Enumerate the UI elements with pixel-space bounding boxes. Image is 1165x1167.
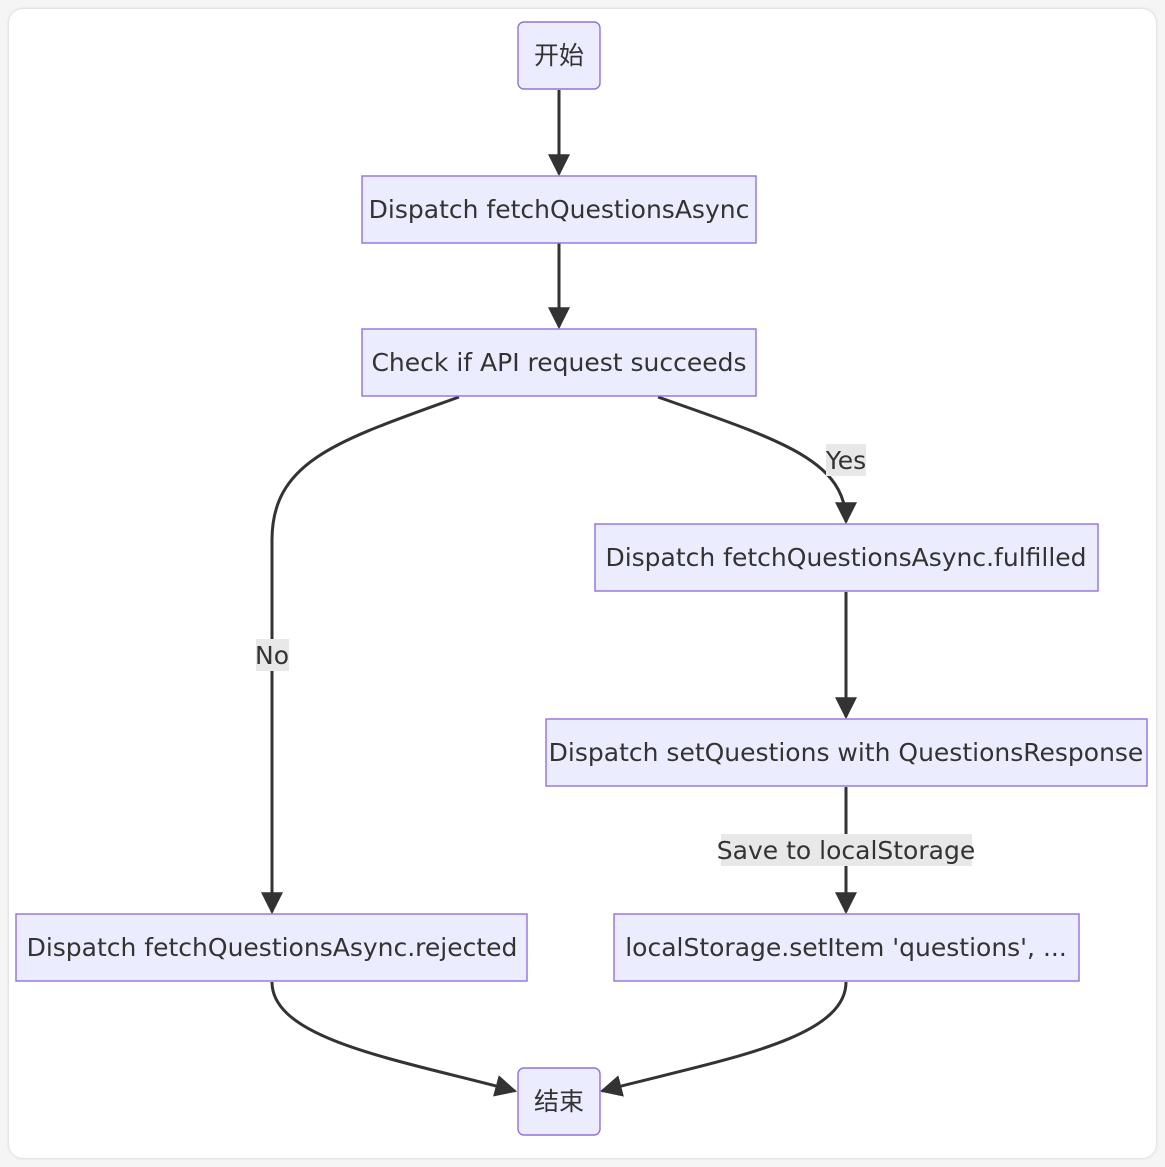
edge-check-rejected bbox=[261, 395, 460, 915]
edge-check-fulfilled bbox=[657, 395, 857, 525]
edge-label-save-text: Save to localStorage bbox=[717, 836, 975, 865]
node-rejected-label: Dispatch fetchQuestionsAsync.rejected bbox=[27, 933, 518, 962]
edge-label-no: No bbox=[255, 639, 289, 671]
edge-label-no-text: No bbox=[255, 641, 289, 670]
node-check[interactable]: Check if API request succeeds bbox=[361, 328, 757, 397]
node-storage[interactable]: localStorage.setItem 'questions', ... bbox=[613, 913, 1080, 982]
node-rejected[interactable]: Dispatch fetchQuestionsAsync.rejected bbox=[15, 913, 528, 982]
node-setq-label: Dispatch setQuestions with QuestionsResp… bbox=[549, 738, 1144, 767]
edge-label-yes-text: Yes bbox=[825, 446, 866, 475]
node-dispatch[interactable]: Dispatch fetchQuestionsAsync bbox=[361, 175, 757, 244]
node-fulfilled-label: Dispatch fetchQuestionsAsync.fulfilled bbox=[605, 543, 1086, 572]
node-end[interactable]: 结束 bbox=[517, 1067, 601, 1136]
edge-storage-end bbox=[599, 981, 848, 1097]
node-check-label: Check if API request succeeds bbox=[371, 348, 746, 377]
edge-label-yes: Yes bbox=[825, 444, 866, 476]
node-end-label: 结束 bbox=[534, 1087, 584, 1116]
node-setq[interactable]: Dispatch setQuestions with QuestionsResp… bbox=[545, 718, 1148, 787]
node-start[interactable]: 开始 bbox=[517, 21, 601, 90]
edge-rejected-end bbox=[270, 981, 518, 1097]
node-fulfilled[interactable]: Dispatch fetchQuestionsAsync.fulfilled bbox=[594, 523, 1099, 592]
node-start-label: 开始 bbox=[534, 41, 584, 70]
node-dispatch-label: Dispatch fetchQuestionsAsync bbox=[369, 195, 750, 224]
edge-label-save: Save to localStorage bbox=[717, 834, 975, 866]
node-storage-label: localStorage.setItem 'questions', ... bbox=[625, 933, 1067, 962]
